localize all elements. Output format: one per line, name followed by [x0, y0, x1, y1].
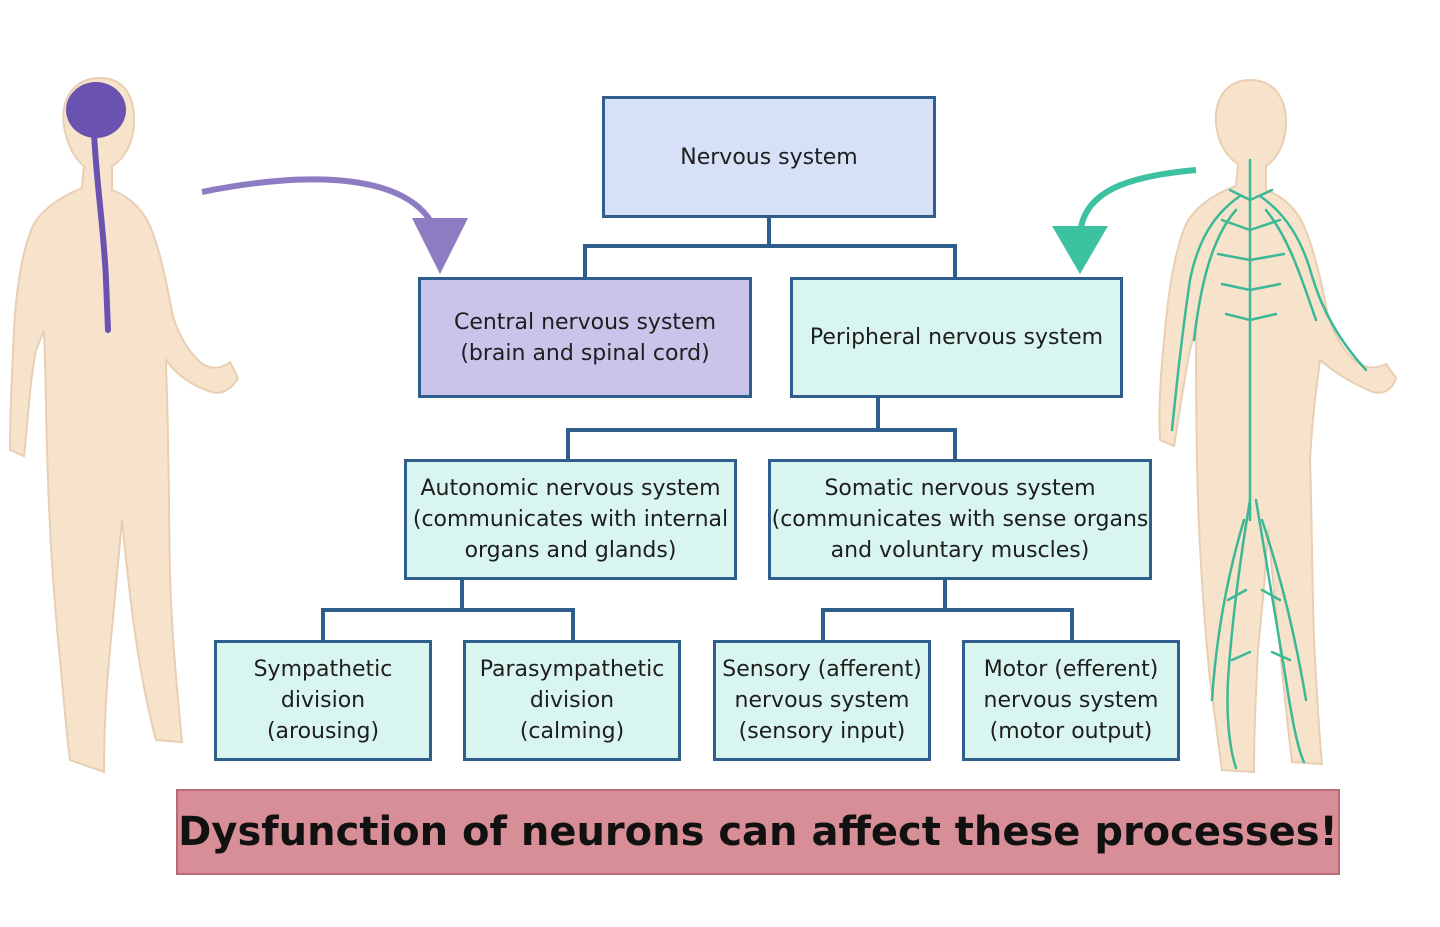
node-text-line: nervous system [983, 688, 1159, 713]
node-text-line: Central nervous system [453, 309, 717, 335]
node-sensory-nervous-system: Sensory (afferent) nervous system (sensory… [713, 640, 931, 761]
node-text-line: division [280, 688, 366, 713]
peripheral-nerves-icon [1170, 158, 1368, 770]
node-parasympathetic-division: Parasympathetic division (calming) [463, 640, 681, 761]
brain-icon [66, 82, 126, 138]
left-body-silhouette [8, 76, 240, 774]
node-text-line: (communicates with sense organs [771, 507, 1149, 532]
node-text-line: Parasympathetic [479, 657, 665, 682]
node-text-line: Sensory (afferent) [722, 657, 922, 682]
connector-lines [321, 218, 1074, 640]
node-motor-nervous-system: Motor (efferent) nervous system (motor out… [962, 640, 1180, 761]
node-sympathetic-division: Sympathetic division (arousing) [214, 640, 432, 761]
left-human-figure [8, 76, 240, 774]
pns-arrow [1052, 167, 1197, 274]
node-nervous-system: Nervous system [602, 96, 936, 218]
node-text-line: division [529, 688, 615, 713]
node-autonomic-nervous-system: Autonomic nervous system (communicates wi… [404, 459, 737, 580]
node-text-line: and voluntary muscles) [830, 538, 1090, 563]
node-text-line: Nervous system [680, 144, 858, 170]
dysfunction-banner: Dysfunction of neurons can affect these … [176, 789, 1340, 875]
spinal-cord-icon [91, 129, 111, 333]
node-text-line: (motor output) [989, 719, 1153, 744]
node-text-line: (arousing) [266, 719, 380, 744]
node-text-line: Somatic nervous system [824, 476, 1096, 501]
node-text-line: (brain and spinal cord) [460, 340, 710, 366]
node-peripheral-nervous-system: Peripheral nervous system [790, 277, 1123, 398]
right-body-silhouette [1158, 78, 1398, 774]
node-text-line: (calming) [519, 719, 625, 744]
node-text-line: Autonomic nervous system [420, 476, 721, 501]
node-central-nervous-system: Central nervous system (brain and spinal … [418, 277, 752, 398]
node-text-line: Motor (efferent) [983, 657, 1159, 682]
right-human-figure [1158, 78, 1398, 774]
node-text-line: Peripheral nervous system [809, 325, 1104, 350]
node-text-line: (sensory input) [738, 719, 906, 744]
cns-arrow [201, 176, 468, 274]
node-somatic-nervous-system: Somatic nervous system (communicates with… [768, 459, 1152, 580]
node-text-line: Sympathetic [253, 657, 393, 682]
node-text-line: organs and glands) [464, 538, 677, 563]
node-text-line: nervous system [734, 688, 910, 713]
node-text-line: (communicates with internal [412, 507, 729, 532]
